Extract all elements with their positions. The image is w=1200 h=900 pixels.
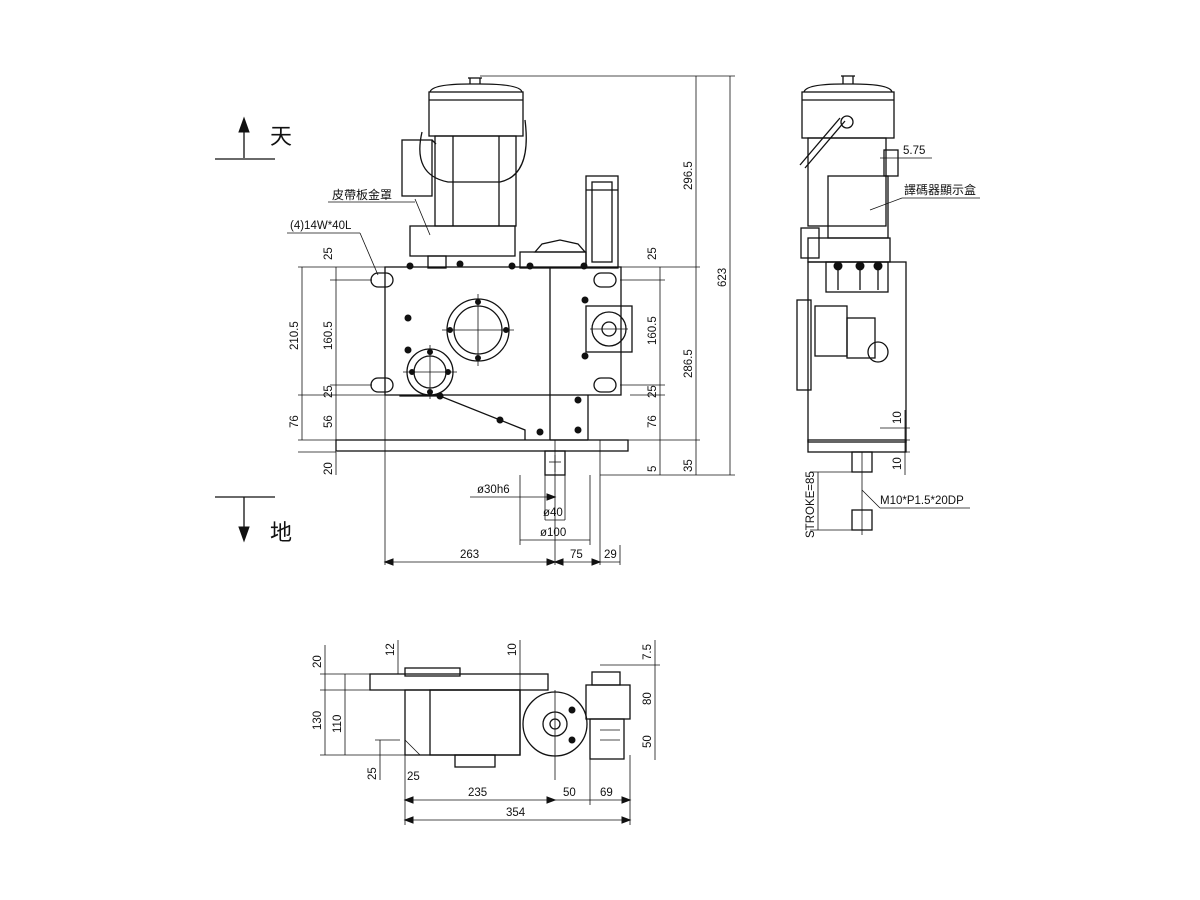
- front-view: 皮帶板金罩 (4)14W*40L 210.5 160.5 25 25 76 56…: [287, 75, 735, 566]
- up-label: 天: [270, 125, 292, 150]
- dim-b25a: 25: [367, 767, 379, 780]
- thread-label: M10*P1.5*20DP: [880, 495, 964, 507]
- dim-b50: 50: [642, 735, 654, 748]
- dim-d40: ø40: [543, 507, 563, 519]
- dim-29: 29: [604, 549, 617, 561]
- belt-cover-label: 皮帶板金罩: [332, 187, 392, 202]
- dim-296-top: 296.5: [683, 161, 695, 190]
- dim-160-right: 160.5: [647, 316, 659, 345]
- down-label: 地: [270, 521, 292, 546]
- dim-76-right: 76: [647, 415, 659, 428]
- dim-25-right-bot: 25: [647, 385, 659, 398]
- dim-5: 5: [647, 466, 659, 472]
- dim-286: 286.5: [683, 349, 695, 378]
- dim-b20: 20: [312, 655, 324, 668]
- dim-210: 210.5: [289, 321, 301, 350]
- dim-b235: 235: [468, 787, 487, 799]
- dim-25-left-bot: 25: [323, 385, 335, 398]
- dim-160-left: 160.5: [323, 321, 335, 350]
- dim-b354: 354: [506, 807, 526, 819]
- dim-575: 5.75: [903, 145, 925, 157]
- dim-b69: 69: [600, 787, 613, 799]
- dim-d100: ø100: [540, 527, 566, 539]
- bracket: [519, 175, 619, 269]
- dim-10b: 10: [892, 457, 904, 470]
- side-view: 5.75 譯碼器顯示盒 10 10 M10*P1.5*20DP STROKE=8…: [796, 75, 980, 538]
- dim-25-right-top: 25: [647, 247, 659, 260]
- slot-label: (4)14W*40L: [290, 220, 352, 232]
- dim-76-left: 76: [289, 415, 301, 428]
- dim-b75: 7.5: [642, 644, 654, 660]
- dim-b12: 12: [385, 643, 397, 656]
- dim-623: 623: [717, 268, 729, 287]
- main-body: [335, 260, 633, 476]
- dim-b50w: 50: [563, 787, 576, 799]
- dim-b25b: 25: [407, 771, 420, 783]
- dim-10a: 10: [892, 411, 904, 424]
- dim-35: 35: [683, 459, 695, 472]
- dim-shaft: ø30h6: [477, 484, 510, 496]
- stroke-label: STROKE=85: [805, 471, 817, 538]
- dim-20: 20: [323, 462, 335, 475]
- motor: [401, 77, 527, 269]
- orientation-down: 地: [215, 496, 292, 546]
- dim-263: 263: [460, 549, 479, 561]
- dim-56: 56: [323, 415, 335, 428]
- bottom-view: 20 130 110 12 10 7.5 80 50 25 25 235 50 …: [312, 640, 660, 825]
- dim-b80: 80: [642, 692, 654, 705]
- dim-b10: 10: [507, 643, 519, 656]
- dim-75: 75: [570, 549, 583, 561]
- orientation-up: 天: [215, 116, 292, 160]
- encoder-box-label: 譯碼器顯示盒: [904, 182, 976, 197]
- dim-b110: 110: [332, 715, 344, 733]
- bolt-holes: [404, 260, 589, 436]
- dim-b130: 130: [312, 711, 324, 730]
- dim-25-left-top: 25: [323, 247, 335, 260]
